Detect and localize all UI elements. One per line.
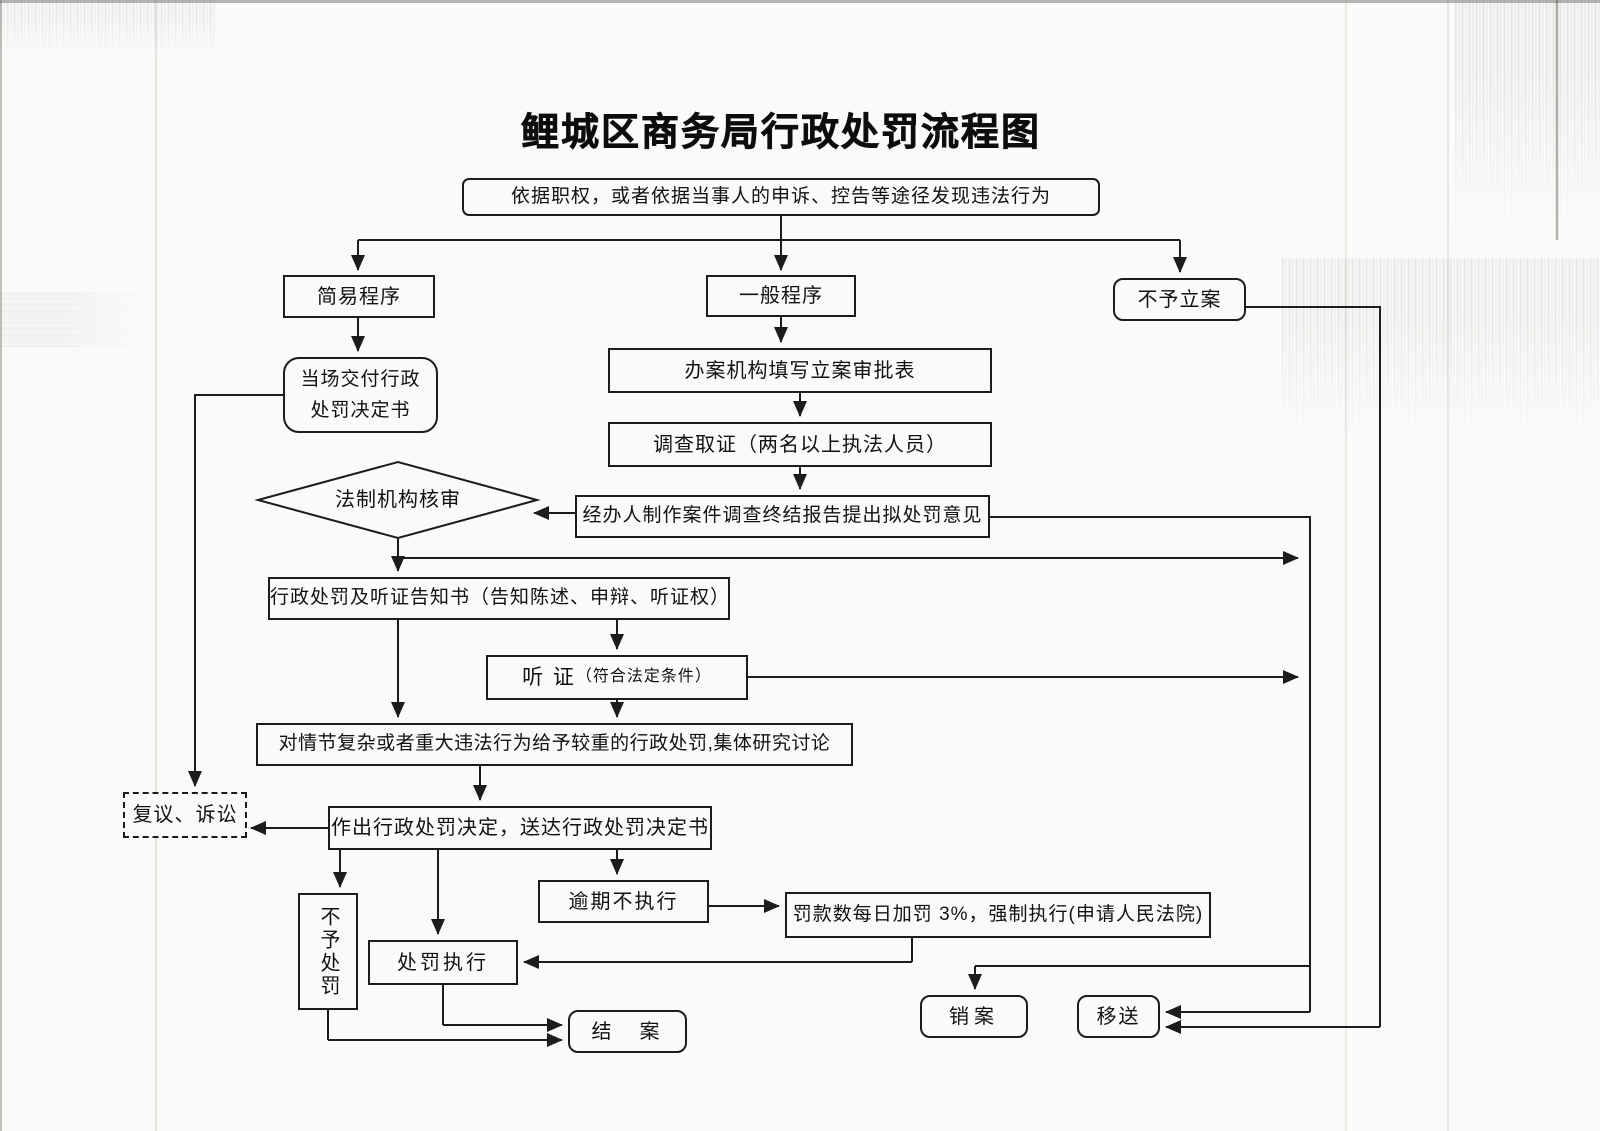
flow-node-no-punishment: 不予处罚 — [298, 893, 358, 1010]
flow-node-daily-fine-label: 罚款数每日加罚 3%，强制执行(申请人民法院) — [792, 903, 1204, 925]
flow-node-onspot-line2: 处罚决定书 — [310, 400, 411, 421]
flow-node-penalty-execution: 处罚执行 — [368, 940, 518, 985]
flow-node-general-procedure: 一般程序 — [706, 275, 856, 317]
legal-review-text: 法制机构核审 — [335, 489, 461, 511]
flow-node-cancel-case: 销案 — [920, 995, 1028, 1038]
flow-node-closing-report: 经办人制作案件调查终结报告提出拟处罚意见 — [575, 495, 990, 538]
connector-report-right-loop — [975, 516, 1311, 1012]
flow-node-review-lawsuit: 复议、诉讼 — [123, 792, 247, 838]
flow-node-penalty-execution-label: 处罚执行 — [397, 951, 489, 974]
connector-nocase-loop — [1246, 306, 1381, 1027]
flow-node-hearing: 听 证 （符合法定条件） — [486, 655, 748, 700]
flow-node-investigation-label: 调查取证（两名以上执法人员） — [653, 433, 947, 456]
flow-node-no-case: 不予立案 — [1113, 278, 1246, 321]
connector-top-branch — [358, 216, 1180, 241]
flow-node-cancel-case-label: 销案 — [949, 1005, 999, 1028]
flow-node-no-case-label: 不予立案 — [1137, 288, 1222, 311]
flow-node-legal-review-label: 法制机构核审 — [298, 486, 498, 514]
flow-node-close-case-label: 结 案 — [591, 1020, 664, 1043]
flow-node-start-label: 依据职权，或者依据当事人的申诉、控告等途径发现违法行为 — [510, 185, 1051, 207]
flow-node-start: 依据职权，或者依据当事人的申诉、控告等途径发现违法行为 — [462, 178, 1100, 216]
flow-node-simple-procedure: 简易程序 — [283, 275, 435, 318]
flow-node-filing-form: 办案机构填写立案审批表 — [608, 348, 992, 393]
flow-node-daily-fine: 罚款数每日加罚 3%，强制执行(申请人民法院) — [785, 892, 1211, 938]
flow-node-overdue-label: 逾期不执行 — [568, 890, 679, 913]
flow-node-no-punishment-label: 不予处罚 — [317, 905, 339, 998]
flow-node-onspot-decision: 当场交付行政 处罚决定书 — [283, 357, 438, 433]
flow-node-transfer: 移送 — [1077, 995, 1160, 1038]
flow-node-make-decision-label: 作出行政处罚决定，送达行政处罚决定书 — [331, 817, 709, 839]
flow-node-transfer-label: 移送 — [1096, 1005, 1141, 1028]
flow-node-filing-form-label: 办案机构填写立案审批表 — [684, 359, 916, 382]
flow-node-overdue: 逾期不执行 — [538, 880, 709, 923]
legal-review-diamond — [254, 460, 541, 540]
flow-node-onspot-line1: 当场交付行政 — [300, 368, 421, 390]
flow-node-hearing-sub: （符合法定条件） — [575, 668, 712, 686]
flow-node-penalty-notice: 行政处罚及听证告知书（告知陈述、申辩、听证权） — [268, 577, 730, 620]
flow-node-penalty-notice-label: 行政处罚及听证告知书（告知陈述、申辩、听证权） — [270, 587, 731, 609]
flow-node-hearing-main: 听 证 — [522, 665, 576, 689]
flow-node-investigation: 调查取证（两名以上执法人员） — [608, 422, 992, 467]
connector-onspot-to-review — [194, 394, 283, 762]
flow-node-collective-discussion: 对情节复杂或者重大违法行为给予较重的行政处罚,集体研究讨论 — [256, 723, 853, 766]
flow-node-simple-procedure-label: 简易程序 — [317, 285, 401, 308]
page-title: 鲤城区商务局行政处罚流程图 — [520, 112, 1041, 155]
flow-node-close-case: 结 案 — [568, 1010, 687, 1053]
flow-node-make-decision: 作出行政处罚决定，送达行政处罚决定书 — [328, 806, 712, 850]
flow-node-collective-discussion-label: 对情节复杂或者重大违法行为给予较重的行政处罚,集体研究讨论 — [278, 733, 831, 755]
flow-node-closing-report-label: 经办人制作案件调查终结报告提出拟处罚意见 — [582, 505, 983, 527]
flow-node-review-lawsuit-label: 复议、诉讼 — [132, 804, 238, 826]
flow-node-general-procedure-label: 一般程序 — [739, 285, 823, 307]
